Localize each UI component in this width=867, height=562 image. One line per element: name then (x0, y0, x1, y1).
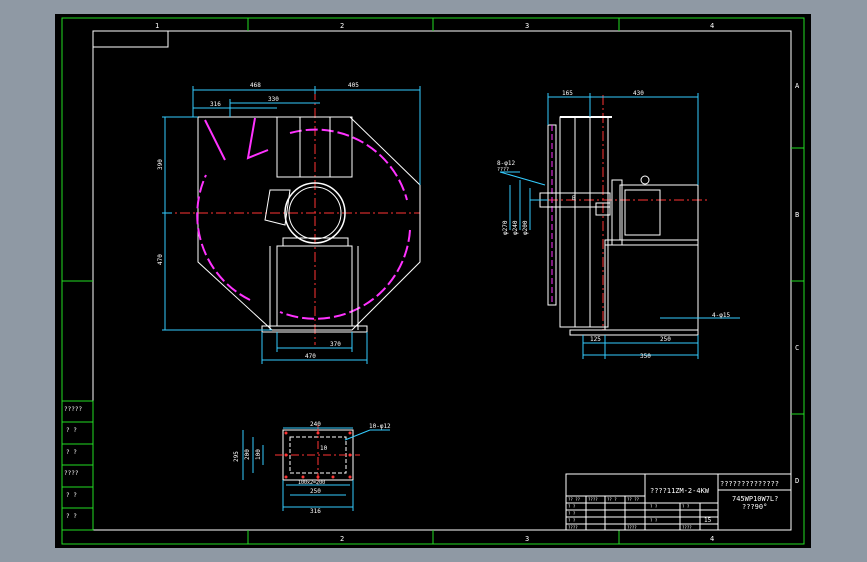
zone-col-3: 3 (525, 22, 529, 30)
title-small-cell-3: ???? (568, 525, 578, 530)
zone-ticks (62, 18, 804, 544)
side-view: 165 430 8-φ12 ???? φ270 φ240 φ200 B 4-φ1… (497, 90, 740, 360)
side-dim-dia2: φ240 (512, 220, 519, 235)
side-dim-top-right: 430 (633, 90, 644, 97)
zone-col-4-bottom: 4 (710, 535, 714, 543)
side-dim-foot-holes: 4-φ15 (712, 312, 730, 319)
drawing-subtitle-1: 745WP10W7L? (732, 495, 778, 503)
front-dim-base-inner: 370 (330, 341, 341, 348)
side-dim-holes-sub: ???? (497, 167, 509, 173)
side-dim-b-mark: B (572, 195, 576, 202)
side-motor-terminal (624, 189, 661, 236)
title-small-header-3: ?? ?? (627, 497, 640, 502)
flange-dim-top: 240 (310, 421, 321, 428)
title-small-cell-7: ? ? (650, 518, 658, 523)
side-base (569, 329, 699, 336)
flange-dimension-lines (242, 427, 390, 511)
zone-col-3-bottom: 3 (525, 535, 529, 543)
front-inlet-hidden (204, 117, 269, 161)
front-dim-top-left: 316 (210, 101, 221, 108)
zone-row-b: B (795, 211, 799, 219)
side-dim-bottom-total: 350 (640, 353, 651, 360)
left-table-row-5: ? ? (66, 513, 77, 520)
flange-dim-left-outer: 295 (233, 451, 240, 462)
front-outlet-duct (276, 116, 353, 178)
title-quantity: 15 (704, 517, 712, 524)
title-small-cell-5: ? ? (650, 504, 658, 509)
title-small-cell-4: ???? (627, 525, 637, 530)
left-table-row-2: ? ? (66, 449, 77, 456)
drawing-title: ????11ZM-2-4KW (650, 487, 710, 495)
drawing-sheet (55, 14, 811, 548)
title-block: ?????????????? ????11ZM-2-4KW 745WP10W7L… (565, 473, 792, 531)
front-scroll-hidden (196, 128, 411, 320)
flange-dim-outer-width: 316 (310, 508, 321, 515)
left-table-row-4: ? ? (66, 492, 77, 499)
side-dim-dia3: φ200 (522, 220, 529, 235)
zone-col-2: 2 (340, 22, 344, 30)
flange-dim-left-mid: 200 (244, 449, 251, 460)
flange-dim-center: 10 (320, 445, 328, 452)
flange-bolt-holes (284, 431, 352, 479)
left-revision-table: ????? ? ? ? ? ???? ? ? ? ? (61, 400, 94, 531)
top-left-tab (92, 30, 169, 48)
front-bracket (264, 189, 291, 226)
front-hub (288, 186, 342, 240)
flange-dim-inner-width: 250 (310, 488, 321, 495)
left-table-row-1: ? ? (66, 427, 77, 434)
side-dim-top-left: 165 (562, 90, 573, 97)
side-dim-holes: 8-φ12 (497, 160, 515, 167)
front-dim-top-right: 405 (348, 82, 359, 89)
title-small-cell-1: ? ? (568, 511, 576, 516)
title-small-header-2: ?? ? (607, 497, 617, 502)
title-small-header-1: ???? (588, 497, 598, 502)
front-dim-left-upper: 390 (157, 159, 164, 170)
front-dim-left-lower: 470 (157, 254, 164, 265)
flange-view: 240 10-φ12 10 295 200 100 100x2=200 250 … (233, 421, 391, 515)
side-motor-eyebolt (640, 175, 650, 185)
drawing-subtitle-2: ???90° (742, 503, 767, 511)
zone-row-d: D (795, 477, 799, 485)
title-small-header-0: ?? ?? (568, 497, 581, 502)
side-dim-bottom-mid: 250 (660, 336, 671, 343)
front-impeller (284, 182, 346, 244)
flange-dim-left-inner: 100 (255, 449, 262, 460)
front-housing-outline (197, 116, 421, 331)
title-small-cell-8: ???? (682, 525, 692, 530)
side-stand-top (604, 239, 699, 246)
side-dim-dia1: φ270 (502, 220, 509, 235)
flange-dim-spacing: 100x2=200 (298, 480, 325, 486)
front-view: 468 405 316 330 390 470 370 470 (157, 82, 421, 364)
title-small-cell-2: ? ? (568, 518, 576, 523)
side-motor-coupling (595, 202, 611, 216)
flange-dim-holes: 10-φ12 (369, 423, 391, 430)
front-dimension-lines (162, 86, 421, 364)
title-block-header: ?????????????? (720, 480, 779, 488)
zone-col-4: 4 (710, 22, 714, 30)
title-small-cell-0: ? ? (568, 504, 576, 509)
side-dimension-lines (499, 93, 740, 359)
left-table-row-3: ???? (64, 470, 79, 477)
zone-row-c: C (795, 344, 799, 352)
front-dim-top-inner: 330 (268, 96, 279, 103)
left-table-row-0: ????? (64, 406, 82, 413)
front-dim-top-total: 468 (250, 82, 261, 89)
zone-col-1: 1 (155, 22, 159, 30)
zone-row-a: A (795, 82, 800, 90)
front-base-plate (261, 325, 368, 333)
side-dim-bottom-left: 125 (590, 336, 601, 343)
front-dim-base-outer: 470 (305, 353, 316, 360)
zone-col-2-bottom: 2 (340, 535, 344, 543)
title-small-cell-6: ? ? (682, 504, 690, 509)
